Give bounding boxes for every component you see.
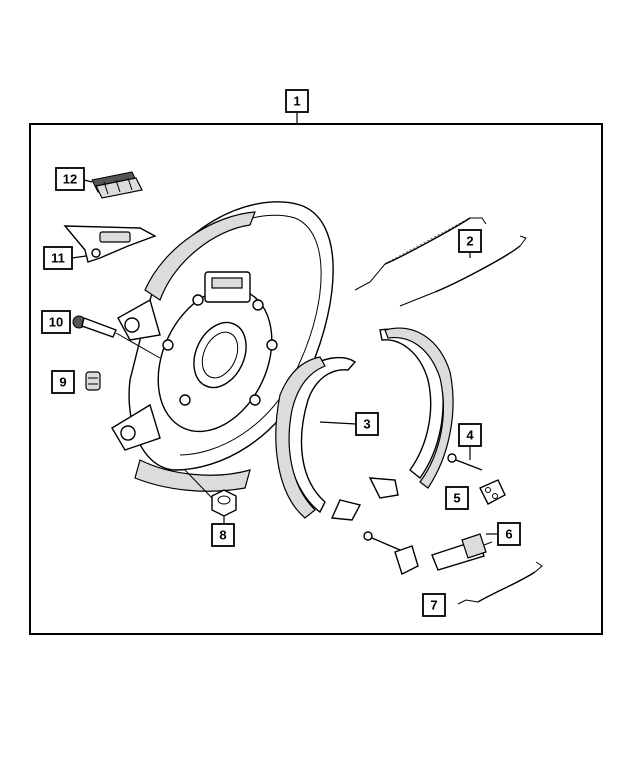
leader-11 — [71, 255, 87, 259]
part-5-clip — [479, 479, 506, 505]
part-3-brake-shoe-left — [275, 356, 362, 521]
callout-10: 10 — [41, 310, 71, 334]
callout-10-label: 10 — [49, 315, 63, 330]
callout-11-label: 11 — [51, 251, 65, 266]
callout-9-label: 9 — [59, 375, 66, 390]
part-9-plug — [85, 371, 101, 391]
callout-1-label: 1 — [293, 94, 300, 109]
callout-6-label: 6 — [505, 527, 512, 542]
part-4-pin — [447, 453, 483, 471]
callout-12-label: 12 — [63, 172, 77, 187]
brake-shoe-right — [368, 327, 454, 499]
callout-5: 5 — [445, 486, 469, 510]
callout-2: 2 — [458, 229, 482, 253]
callout-7: 7 — [422, 593, 446, 617]
callout-4: 4 — [458, 423, 482, 447]
callout-3-label: 3 — [363, 417, 370, 432]
leader-12 — [83, 179, 93, 183]
part-2-springs — [354, 217, 527, 307]
lower-pin-and-clip — [363, 531, 419, 575]
callout-11: 11 — [43, 246, 73, 270]
callout-9: 9 — [51, 370, 75, 394]
callout-3: 3 — [355, 412, 379, 436]
part-7-spring — [457, 561, 543, 605]
part-10-bolt — [72, 315, 161, 359]
part-8-nut — [184, 469, 237, 517]
callout-1: 1 — [285, 89, 309, 113]
callout-4-label: 4 — [466, 428, 474, 443]
callout-8: 8 — [211, 523, 235, 547]
callout-6: 6 — [497, 522, 521, 546]
callout-5-label: 5 — [453, 491, 460, 506]
leader-3 — [319, 421, 357, 425]
callout-2-label: 2 — [466, 234, 473, 249]
part-6-adjuster — [431, 533, 493, 571]
assembly-frame — [29, 123, 603, 635]
callout-12: 12 — [55, 167, 85, 191]
callout-8-label: 8 — [219, 528, 226, 543]
callout-7-label: 7 — [430, 598, 437, 613]
part-11-lever — [63, 225, 157, 263]
part-12-shims — [91, 171, 143, 199]
